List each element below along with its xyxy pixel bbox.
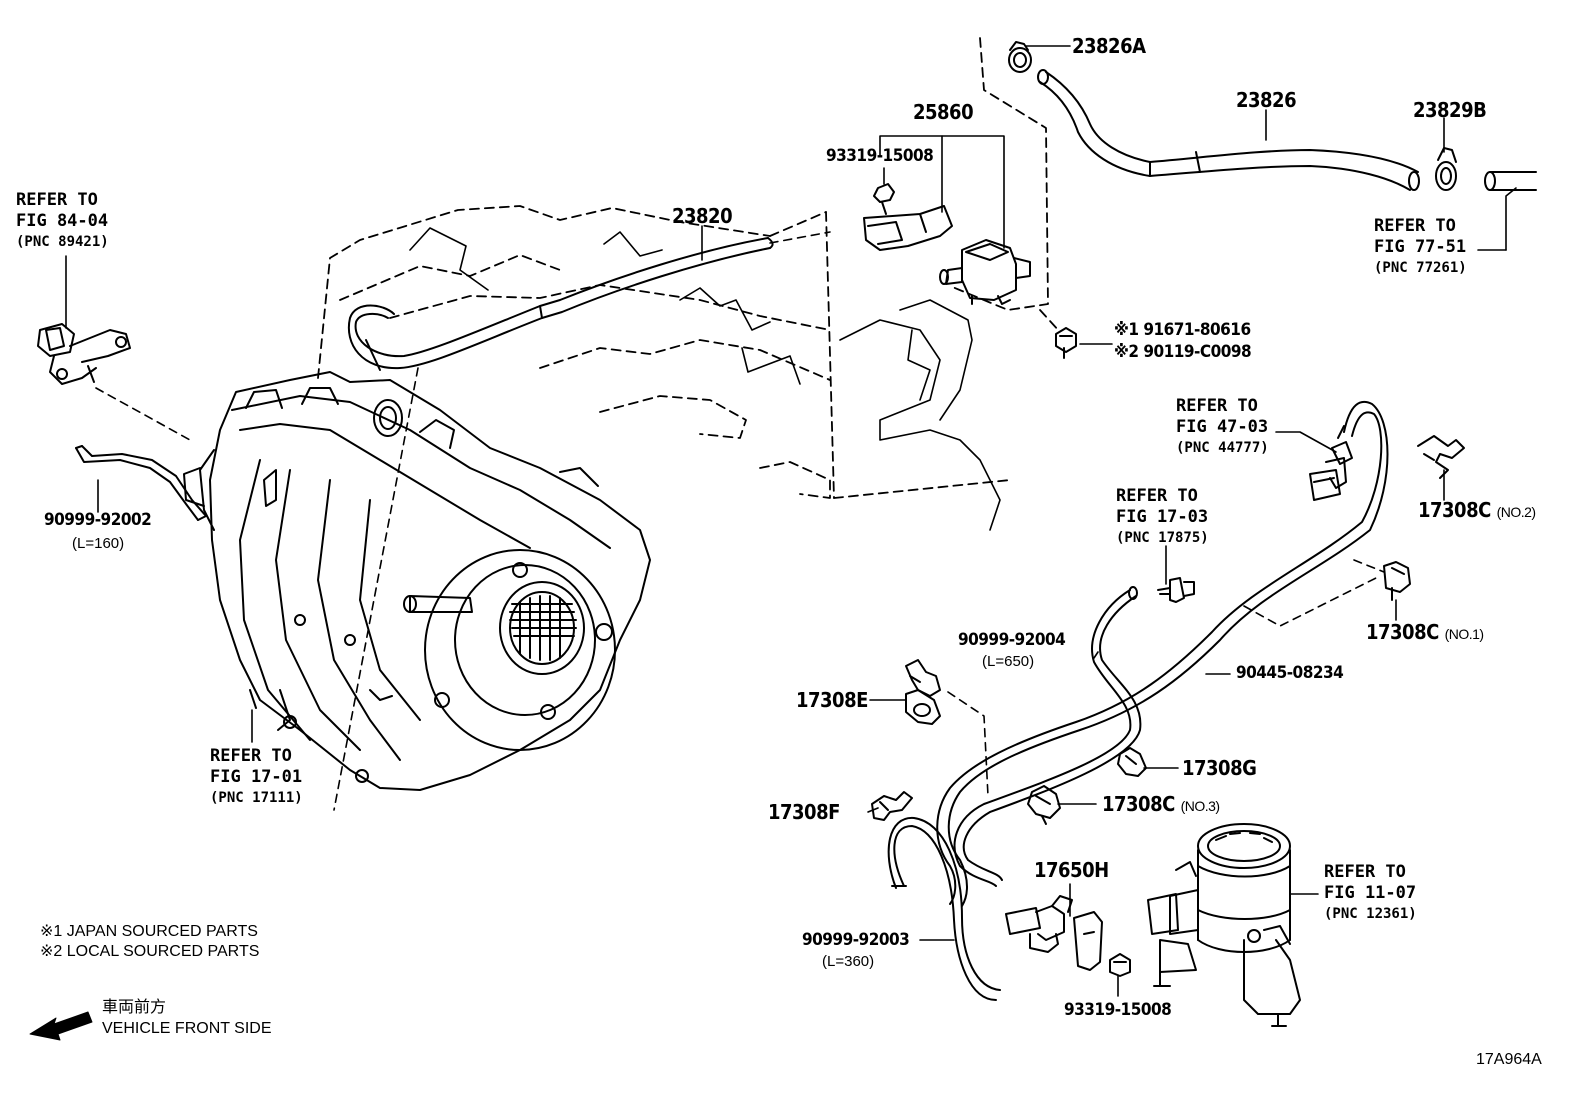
hose-90999-92003	[887, 816, 1001, 1001]
ref-pnc: (PNC 17875)	[1116, 530, 1209, 546]
vehicle-front-arrow	[29, 1011, 93, 1041]
direction-jp: 車両前方	[102, 999, 167, 1016]
intake-manifold	[183, 371, 651, 791]
label-91671-80616: ※1 91671-80616	[1114, 320, 1251, 340]
ref-fig-47-03: REFER TO FIG 47-03 (PNC 44777)	[1176, 396, 1269, 456]
part-number: 17308C	[1366, 620, 1439, 644]
ref-line2: FIG 17-03	[1116, 507, 1209, 527]
bolt-93319-bottom	[1109, 953, 1131, 977]
ref-line1: REFER TO	[16, 190, 98, 210]
clamp-23829B	[1435, 147, 1457, 191]
label-90999-92004-length: (L=650)	[982, 653, 1035, 670]
ref-line1: REFER TO	[1374, 216, 1456, 236]
label-93319-15008-bottom: 93319-15008	[1064, 1000, 1172, 1020]
ref-fig-11-07: REFER TO FIG 11-07 (PNC 12361)	[1324, 862, 1417, 922]
assembly-line-23820	[769, 231, 831, 244]
ref-pnc: (PNC 17111)	[210, 790, 303, 806]
part-sub: (NO.3)	[1180, 798, 1221, 814]
clip-17308C-no3	[1027, 785, 1061, 825]
clamp-23826A	[1008, 41, 1032, 73]
clip-17308C-no1	[1383, 561, 1411, 601]
clip-17308G	[1117, 747, 1147, 777]
fitting-17875	[1157, 577, 1195, 603]
ref-line2: FIG 77-51	[1374, 237, 1467, 257]
ref-pnc: (PNC 89421)	[16, 234, 109, 250]
ref-pnc: (PNC 44777)	[1176, 440, 1269, 456]
label-90999-92004: 90999-92004	[958, 630, 1066, 650]
leader-lines	[65, 45, 1517, 997]
label-23829B: 23829B	[1413, 98, 1487, 122]
note-local-sourced: ※2 LOCAL SOURCED PARTS	[40, 943, 260, 960]
label-90445-08234: 90445-08234	[1236, 663, 1344, 683]
label-93319-15008-top: 93319-15008	[826, 146, 934, 166]
label-90999-92003: 90999-92003	[802, 930, 910, 950]
label-90999-92002: 90999-92002	[44, 510, 152, 530]
note-japan-sourced: ※1 JAPAN SOURCED PARTS	[40, 923, 258, 940]
part-number: 17308C	[1102, 792, 1175, 816]
ref-pnc: (PNC 77261)	[1374, 260, 1467, 276]
ref-fig-84-04: REFER TO FIG 84-04 (PNC 89421)	[16, 190, 109, 250]
hose-90999-92002	[75, 445, 207, 521]
label-90999-92003-length: (L=360)	[822, 953, 875, 970]
label-17308E: 17308E	[796, 688, 868, 712]
hose-23820	[347, 237, 774, 371]
part-number: 17308C	[1418, 498, 1491, 522]
label-23826A: 23826A	[1072, 34, 1146, 58]
ref-line2: FIG 47-03	[1176, 417, 1269, 437]
part-sub: (NO.2)	[1496, 504, 1537, 520]
label-25860: 25860	[913, 100, 974, 124]
vacuum-hose-90445-08234	[936, 400, 1389, 907]
ref-line1: REFER TO	[1176, 396, 1258, 416]
part-sub: (NO.1)	[1444, 626, 1485, 642]
label-17308C-no3: 17308C (NO.3)	[1102, 794, 1220, 814]
ref-line1: REFER TO	[210, 746, 292, 766]
bolt-91671	[1055, 327, 1077, 359]
ref-line1: REFER TO	[1116, 486, 1198, 506]
ref-fig-17-03: REFER TO FIG 17-03 (PNC 17875)	[1116, 486, 1209, 546]
ref-fig-17-01: REFER TO FIG 17-01 (PNC 17111)	[210, 746, 303, 806]
label-17308G: 17308G	[1182, 756, 1257, 780]
label-17308C-no1: 17308C (NO.1)	[1366, 622, 1484, 642]
engine-detail-lines	[409, 227, 1001, 531]
ref-pnc: (PNC 12361)	[1324, 906, 1417, 922]
canister-12361	[1147, 823, 1301, 1027]
sensor-89421	[37, 323, 131, 385]
direction-en: VEHICLE FRONT SIDE	[102, 1020, 272, 1037]
assembly-lines-left	[95, 367, 419, 811]
label-90119-c0098: ※2 90119-C0098	[1114, 342, 1252, 362]
clip-17308C-no2	[1417, 435, 1465, 479]
label-90999-92002-length: (L=160)	[72, 535, 125, 552]
ref-fig-77-51: REFER TO FIG 77-51 (PNC 77261)	[1374, 216, 1467, 276]
clip-17308F	[871, 791, 913, 821]
diagram-id: 17A964A	[1476, 1051, 1542, 1068]
clip-17308E	[905, 659, 941, 725]
connector-44777	[1309, 425, 1353, 501]
ref-line2: FIG 11-07	[1324, 883, 1417, 903]
label-17650H: 17650H	[1034, 858, 1109, 882]
ref-line2: FIG 84-04	[16, 211, 109, 231]
ref-line1: REFER TO	[1324, 862, 1406, 882]
hose-23826	[1037, 69, 1420, 191]
label-23826: 23826	[1236, 88, 1297, 112]
label-23820: 23820	[672, 204, 733, 228]
hose-90999-92004	[953, 586, 1142, 887]
label-17308F: 17308F	[768, 800, 840, 824]
assembly-lines-right	[947, 559, 1385, 797]
vsv-17650H	[1005, 895, 1103, 971]
ref-line2: FIG 17-01	[210, 767, 303, 787]
label-17308C-no2: 17308C (NO.2)	[1418, 500, 1536, 520]
vsv-25860	[863, 183, 1031, 305]
pipe-77261	[1484, 171, 1537, 191]
